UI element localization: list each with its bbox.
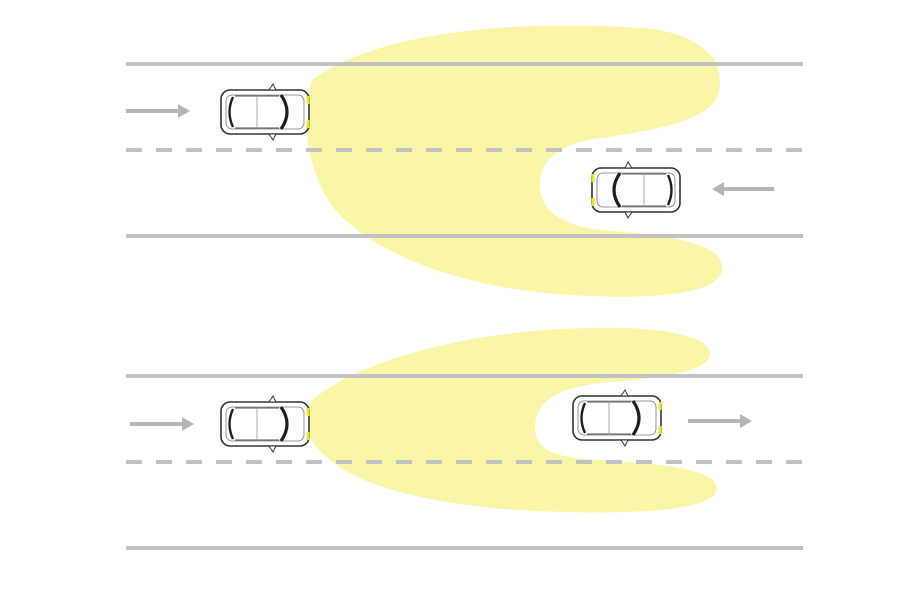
arrow-right-icon [130, 417, 194, 431]
arrow-right-icon [688, 414, 752, 428]
arrow-right-icon [126, 104, 190, 118]
oncoming-car-icon [590, 160, 682, 220]
beam-pattern-preceding [305, 327, 717, 513]
arrow-left-icon [712, 182, 774, 196]
beam-pattern-oncoming [306, 25, 723, 297]
own-car-bottom-icon [219, 394, 311, 454]
preceding-car-icon [571, 388, 663, 448]
road-top [126, 62, 803, 238]
road-bottom [126, 374, 803, 550]
own-car-top-icon [219, 82, 311, 142]
